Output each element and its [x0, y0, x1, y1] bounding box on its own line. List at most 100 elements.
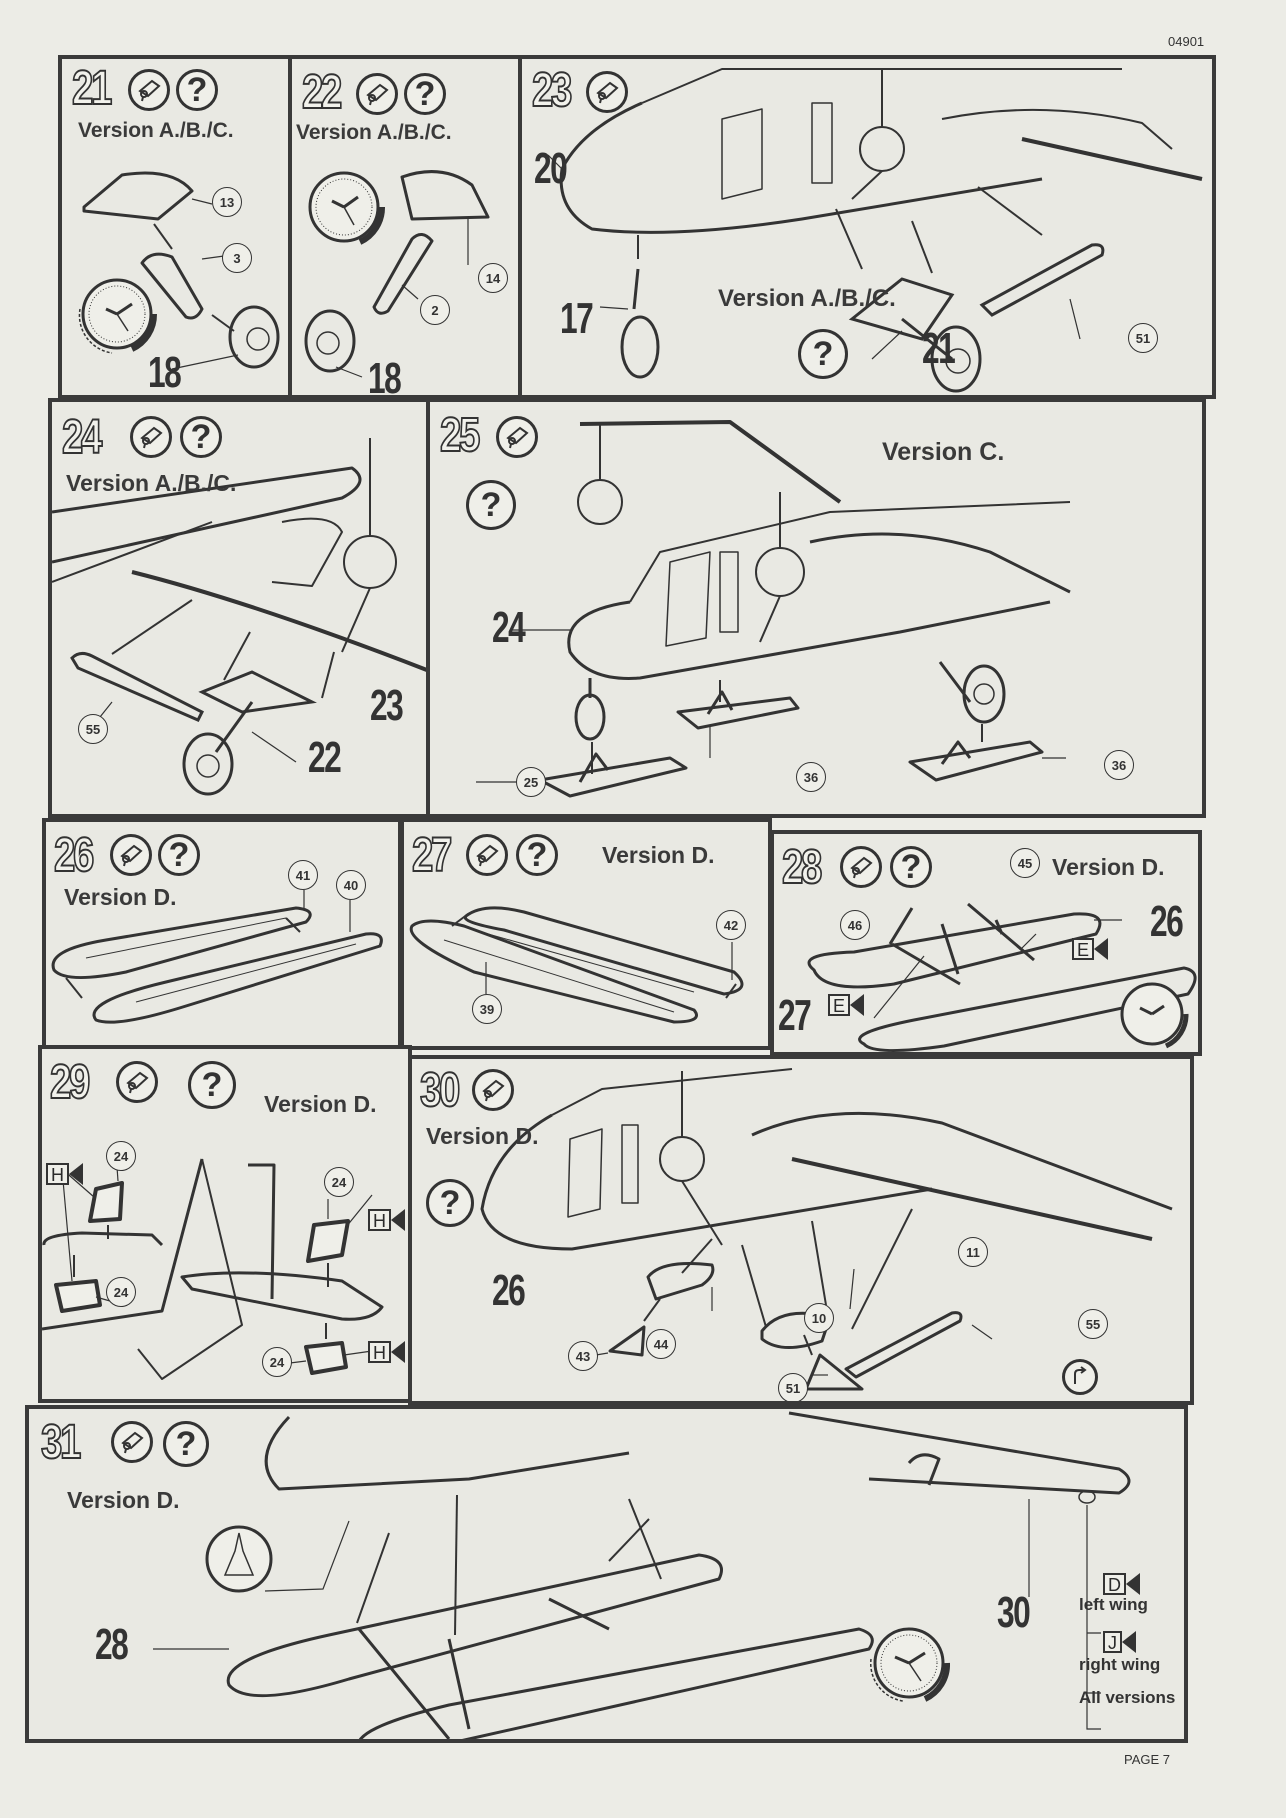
nose-gear [574, 678, 606, 741]
assembly-reference: 17 [560, 294, 594, 343]
part-callout: 45 [1010, 848, 1040, 878]
sponson-11 [760, 1311, 832, 1350]
assembly-reference: 30 [997, 1588, 1031, 1637]
step-30-illustration [480, 1068, 1173, 1391]
step-number: 29 [49, 1056, 91, 1109]
assembly-reference: 24 [492, 603, 526, 652]
step-28-illustration [807, 902, 1197, 1052]
question-icon: ? [180, 416, 222, 458]
part-callout: 36 [1104, 750, 1134, 780]
wheel-18 [228, 305, 280, 369]
part-callout: 51 [778, 1373, 808, 1401]
glue-tube-icon [472, 1069, 514, 1111]
strut-51 [979, 243, 1105, 317]
decal-flag-right-wing: J [1103, 1631, 1136, 1653]
step-29-illustration [42, 1152, 384, 1380]
wing [52, 466, 362, 564]
question-icon: ? [163, 1421, 209, 1467]
float-half-39 [409, 919, 698, 1024]
step-number: 25 [439, 409, 481, 462]
part-callout: 13 [212, 187, 242, 217]
step-31-panel: 31 ? Version D. 28 30 D left wing J righ… [25, 1405, 1188, 1743]
step-number: 26 [53, 829, 95, 882]
glue-tube-icon [128, 69, 170, 111]
strut-55 [70, 651, 205, 722]
step-25-illustration [476, 420, 1071, 798]
part-callout: 24 [106, 1277, 136, 1307]
float-half-41 [51, 906, 312, 980]
glue-tube-icon [110, 834, 152, 876]
step-number: 23 [531, 64, 573, 117]
part-callout: 43 [568, 1341, 598, 1371]
ski-25 [538, 756, 688, 798]
question-icon: ? [426, 1179, 474, 1227]
question-icon: ? [188, 1061, 236, 1109]
part-callout: 3 [222, 243, 252, 273]
strut-46 [888, 907, 961, 986]
part-callout: 14 [478, 263, 508, 293]
document-code: 04901 [1168, 34, 1205, 49]
part-callout: 41 [288, 860, 318, 890]
version-label: Version D. [426, 1123, 539, 1149]
wheel-fairing-13 [82, 171, 194, 221]
decal-flag: H [368, 1209, 405, 1231]
wing-30 [788, 1411, 1131, 1495]
assembly-reference: 28 [95, 1620, 129, 1669]
vertical-fin [137, 1158, 243, 1380]
step-26-panel: 26 ? Version D. 41 40 [42, 818, 402, 1050]
main-gear [938, 661, 1006, 724]
legend-all-versions: All versions [1079, 1688, 1176, 1707]
question-icon: ? [404, 73, 446, 115]
version-label: Version A./B./C. [78, 119, 234, 142]
question-icon: ? [798, 329, 848, 379]
legend-left-wing: left wing [1079, 1595, 1148, 1614]
part-callout: 40 [336, 870, 366, 900]
part-callout: 10 [804, 1303, 834, 1333]
sponson-10 [646, 1262, 715, 1301]
question-icon: ? [890, 846, 932, 888]
main-gear-21 [848, 243, 1105, 393]
part-callout: 36 [796, 762, 826, 792]
clock-icon [308, 171, 386, 245]
version-label: Version A./B./C. [66, 470, 237, 496]
float-28-left [226, 1553, 723, 1698]
question-icon: ? [158, 834, 200, 876]
wheel-18 [304, 309, 356, 373]
assembly-reference: 26 [492, 1266, 526, 1315]
version-label: Version D. [1052, 854, 1165, 880]
nose-gear-17 [620, 268, 660, 379]
decal-flag-left-wing: D [1103, 1573, 1140, 1595]
clock-icon [78, 278, 158, 354]
part-callout: 55 [1078, 1309, 1108, 1339]
repeat-for-other-side-icon [1062, 1359, 1098, 1395]
step-number: 31 [40, 1416, 82, 1469]
legend-right-wing: right wing [1079, 1655, 1161, 1674]
step-number: 28 [781, 841, 823, 894]
step-25-panel: 25 ? Version C. 24 25 36 36 [426, 398, 1206, 818]
version-label: Version D. [64, 884, 177, 910]
version-label: Version A./B./C. [718, 285, 896, 312]
fuselage-24 [567, 600, 1051, 680]
step-21-illustration [78, 171, 280, 370]
glue-tube-icon [130, 416, 172, 458]
assembly-reference: 18 [148, 348, 182, 397]
step-number: 22 [301, 66, 343, 119]
leg-strut-3 [140, 252, 204, 320]
clock-icon [1120, 982, 1189, 1049]
glue-tube-icon [586, 71, 628, 113]
decal-flag: E [1072, 938, 1109, 960]
step-22-panel: 22 ? Version A./B./C. 14 2 18 [288, 55, 522, 399]
part-callout: 39 [472, 994, 502, 1024]
assembly-reference: 22 [308, 733, 342, 782]
version-label: Version A./B./C. [296, 121, 452, 144]
part-43 [804, 1353, 864, 1391]
ski-36-right [908, 740, 1044, 782]
clock-icon [869, 1627, 951, 1702]
glue-tube-icon [496, 416, 538, 458]
step-23-panel: 23 20 17 Version A./B./C. ? 21 51 [518, 55, 1216, 399]
paint-brush-icon [205, 1525, 273, 1593]
assembly-reference: 23 [370, 681, 404, 730]
step-29-panel: 29 ? Version D. 24 24 24 24 H H H [38, 1045, 412, 1403]
part-44 [608, 1325, 646, 1357]
step-24-illustration [52, 438, 426, 796]
